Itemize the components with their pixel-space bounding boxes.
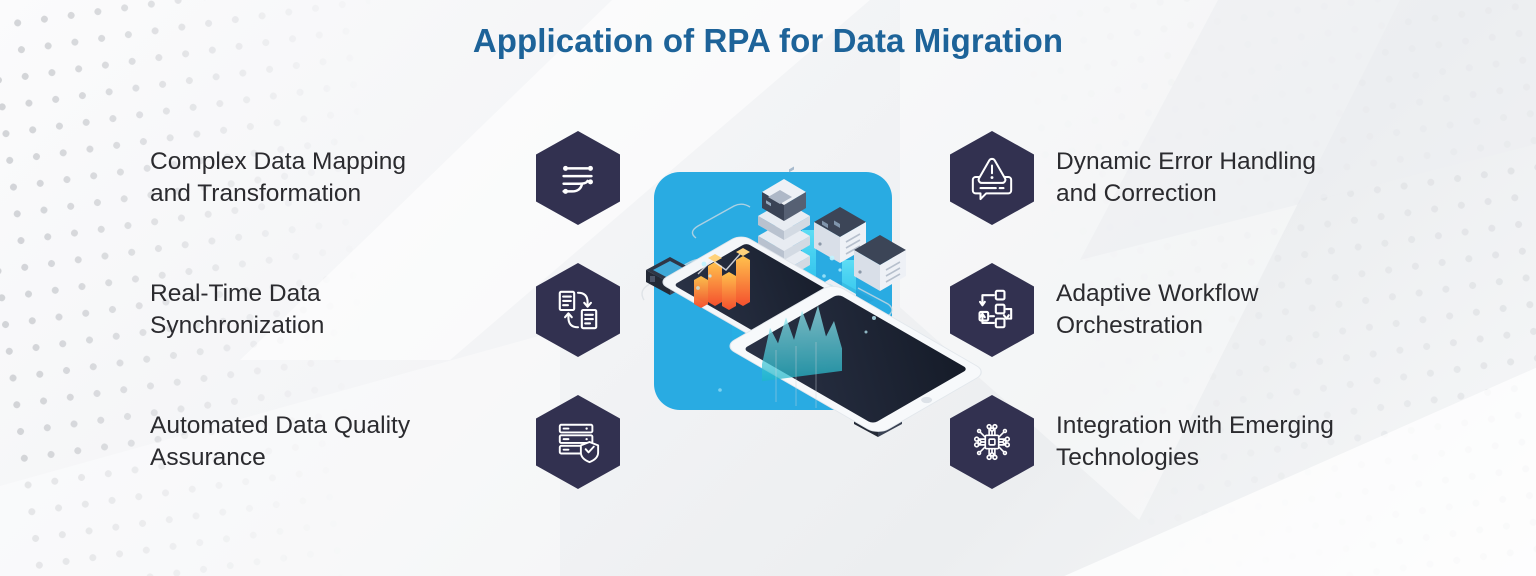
microchip-icon[interactable] bbox=[950, 395, 1034, 489]
data-flow-transform-icon[interactable] bbox=[536, 131, 620, 225]
workflow-nodes-icon[interactable] bbox=[950, 263, 1034, 357]
warning-speech-bubble-icon[interactable] bbox=[950, 131, 1034, 225]
feature-dynamic-error-handling[interactable]: Dynamic Error Handling and Correction bbox=[950, 128, 1420, 228]
document-sync-icon[interactable] bbox=[536, 263, 620, 357]
feature-label: Adaptive Workflow Orchestration bbox=[1056, 279, 1259, 339]
feature-adaptive-workflow[interactable]: Adaptive Workflow Orchestration bbox=[950, 260, 1420, 360]
right-feature-column: Dynamic Error Handling and Correction bbox=[950, 128, 1420, 524]
feature-label: Dynamic Error Handling and Correction bbox=[1056, 147, 1317, 207]
feature-label: Integration with Emerging Technologies bbox=[1056, 411, 1334, 471]
left-feature-column: Complex Data Mapping and Transformation … bbox=[150, 128, 620, 524]
feature-label: Complex Data Mapping and Transformation bbox=[150, 147, 407, 207]
page-title: Application of RPA for Data Migration bbox=[472, 22, 1064, 59]
feature-complex-data-mapping[interactable]: Complex Data Mapping and Transformation bbox=[150, 128, 620, 228]
feature-real-time-sync[interactable]: Real-Time Data Synchronization bbox=[150, 260, 620, 360]
isometric-data-center-illustration bbox=[636, 150, 982, 440]
server-shield-check-icon[interactable] bbox=[536, 395, 620, 489]
feature-label: Real-Time Data Synchronization bbox=[150, 279, 325, 339]
feature-automated-data-quality[interactable]: Automated Data Quality Assurance bbox=[150, 392, 620, 492]
feature-label: Automated Data Quality Assurance bbox=[150, 411, 411, 471]
feature-integration-emerging-tech[interactable]: Integration with Emerging Technologies bbox=[950, 392, 1420, 492]
